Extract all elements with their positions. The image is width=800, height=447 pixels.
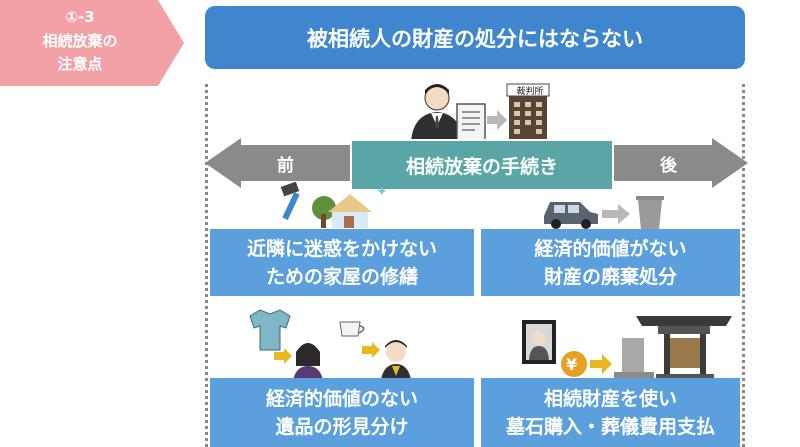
card-keepsake-line2: 遺品の形見分け xyxy=(275,415,409,438)
court-sign-label: 裁判所 xyxy=(516,87,544,97)
keepsake-distribution-icon xyxy=(249,309,412,386)
card-funeral-costs: 相続財産を使い 墓石購入・葬儀費用支払 xyxy=(481,378,740,447)
before-arrow xyxy=(205,138,355,188)
car-trash-icon xyxy=(544,196,664,230)
right-guide-line xyxy=(742,84,745,447)
card-funeral-costs-line1: 相続財産を使い xyxy=(543,387,677,410)
after-label: 後 xyxy=(660,156,677,176)
left-guide-line xyxy=(205,84,208,447)
card-house-repair: 近隣に迷惑をかけない ための家屋の修繕 xyxy=(210,229,474,296)
card-house-repair-line1: 近隣に迷惑をかけない xyxy=(246,237,437,260)
badge-title-line1: 相続放棄の xyxy=(42,32,118,50)
procedure-label: 相続放棄の手続き xyxy=(405,155,558,178)
card-disposal-line2: 財産の廃棄処分 xyxy=(543,265,677,288)
svg-text:✦: ✦ xyxy=(376,184,388,200)
after-arrow xyxy=(606,138,748,188)
badge-title-line2: 注意点 xyxy=(57,55,103,73)
badge-number: ①-3 xyxy=(65,8,95,26)
card-funeral-costs-line2: 墓石購入・葬儀費用支払 xyxy=(505,415,715,438)
before-label: 前 xyxy=(277,156,294,176)
hammer-house-icon: ✦ xyxy=(280,182,388,228)
card-keepsake-line1: 経済的価値のない xyxy=(265,387,418,410)
yen-sign: ¥ xyxy=(566,355,577,374)
card-disposal: 経済的価値がない 財産の廃棄処分 xyxy=(481,229,740,296)
person-document-court-icon xyxy=(411,83,550,142)
procedure-box: 相続放棄の手続き xyxy=(350,139,614,191)
card-keepsake: 経済的価値のない 遺品の形見分け xyxy=(210,378,474,447)
section-badge: ①-3 相続放棄の 注意点 xyxy=(0,0,184,86)
slide-title: 被相続人の財産の処分にはならない xyxy=(205,6,745,69)
funeral-grave-icon: ¥ xyxy=(522,316,732,382)
card-house-repair-line2: ための家屋の修繕 xyxy=(265,265,418,288)
card-disposal-line1: 経済的価値がない xyxy=(534,237,687,260)
slide-title-text: 被相続人の財産の処分にはならない xyxy=(307,26,643,51)
